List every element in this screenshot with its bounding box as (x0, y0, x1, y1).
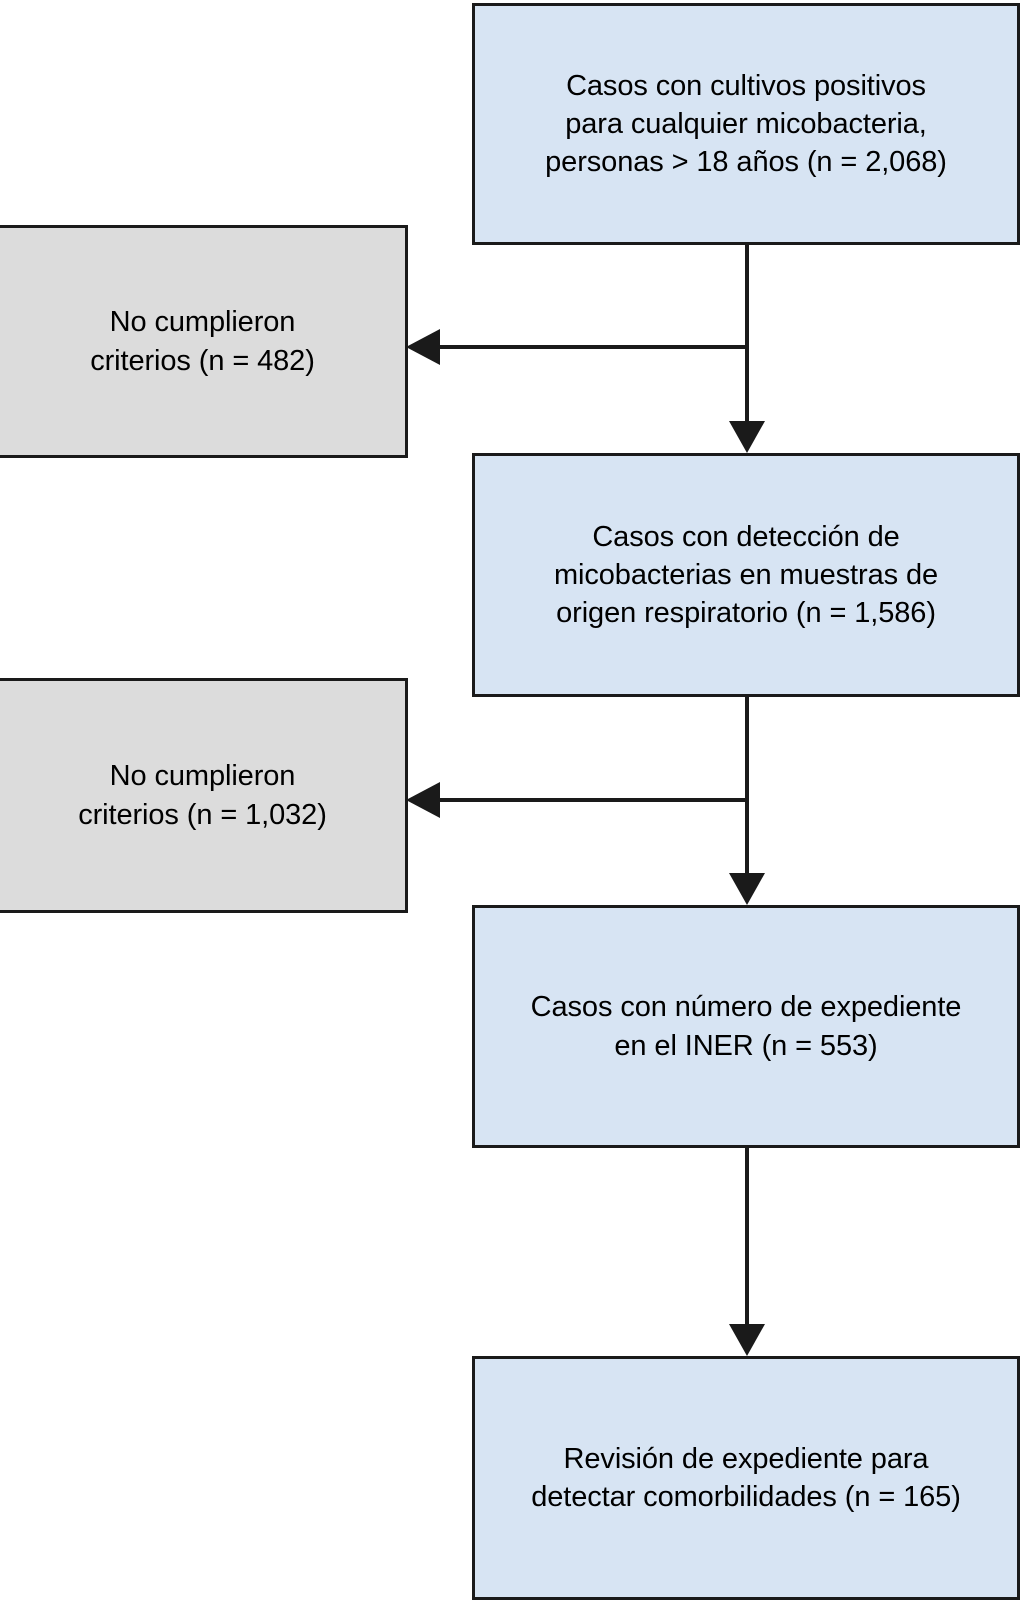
edge-step1-to-step2 (729, 245, 765, 453)
flow-node-label: Casos con cultivos positivos para cualqu… (545, 69, 947, 179)
flow-node-revision-expediente-comorbilidades: Revisión de expediente para detectar com… (472, 1356, 1020, 1600)
flow-node-label: Revisión de expediente para detectar com… (531, 1442, 961, 1513)
flow-node-label: No cumplieron criterios (n = 1,032) (78, 760, 327, 831)
edge-step1-to-excluded1 (406, 329, 747, 365)
flow-node-casos-deteccion-respiratorio: Casos con detección de micobacterias en … (472, 453, 1020, 697)
flow-node-casos-cultivos-positivos: Casos con cultivos positivos para cualqu… (472, 3, 1020, 245)
flow-node-no-cumplieron-criterios-482: No cumplieron criterios (n = 482) (0, 225, 408, 458)
edge-step2-to-excluded2 (406, 782, 747, 818)
flow-node-label: Casos con número de expediente en el INE… (530, 991, 962, 1062)
flow-node-no-cumplieron-criterios-1032: No cumplieron criterios (n = 1,032) (0, 678, 408, 913)
flow-node-casos-numero-expediente-iner: Casos con número de expediente en el INE… (472, 905, 1020, 1148)
flow-node-label: No cumplieron criterios (n = 482) (90, 306, 315, 377)
flow-node-label: Casos con detección de micobacterias en … (553, 520, 939, 630)
edge-step3-to-step4 (729, 1148, 765, 1356)
edge-step2-to-step3 (729, 697, 765, 905)
